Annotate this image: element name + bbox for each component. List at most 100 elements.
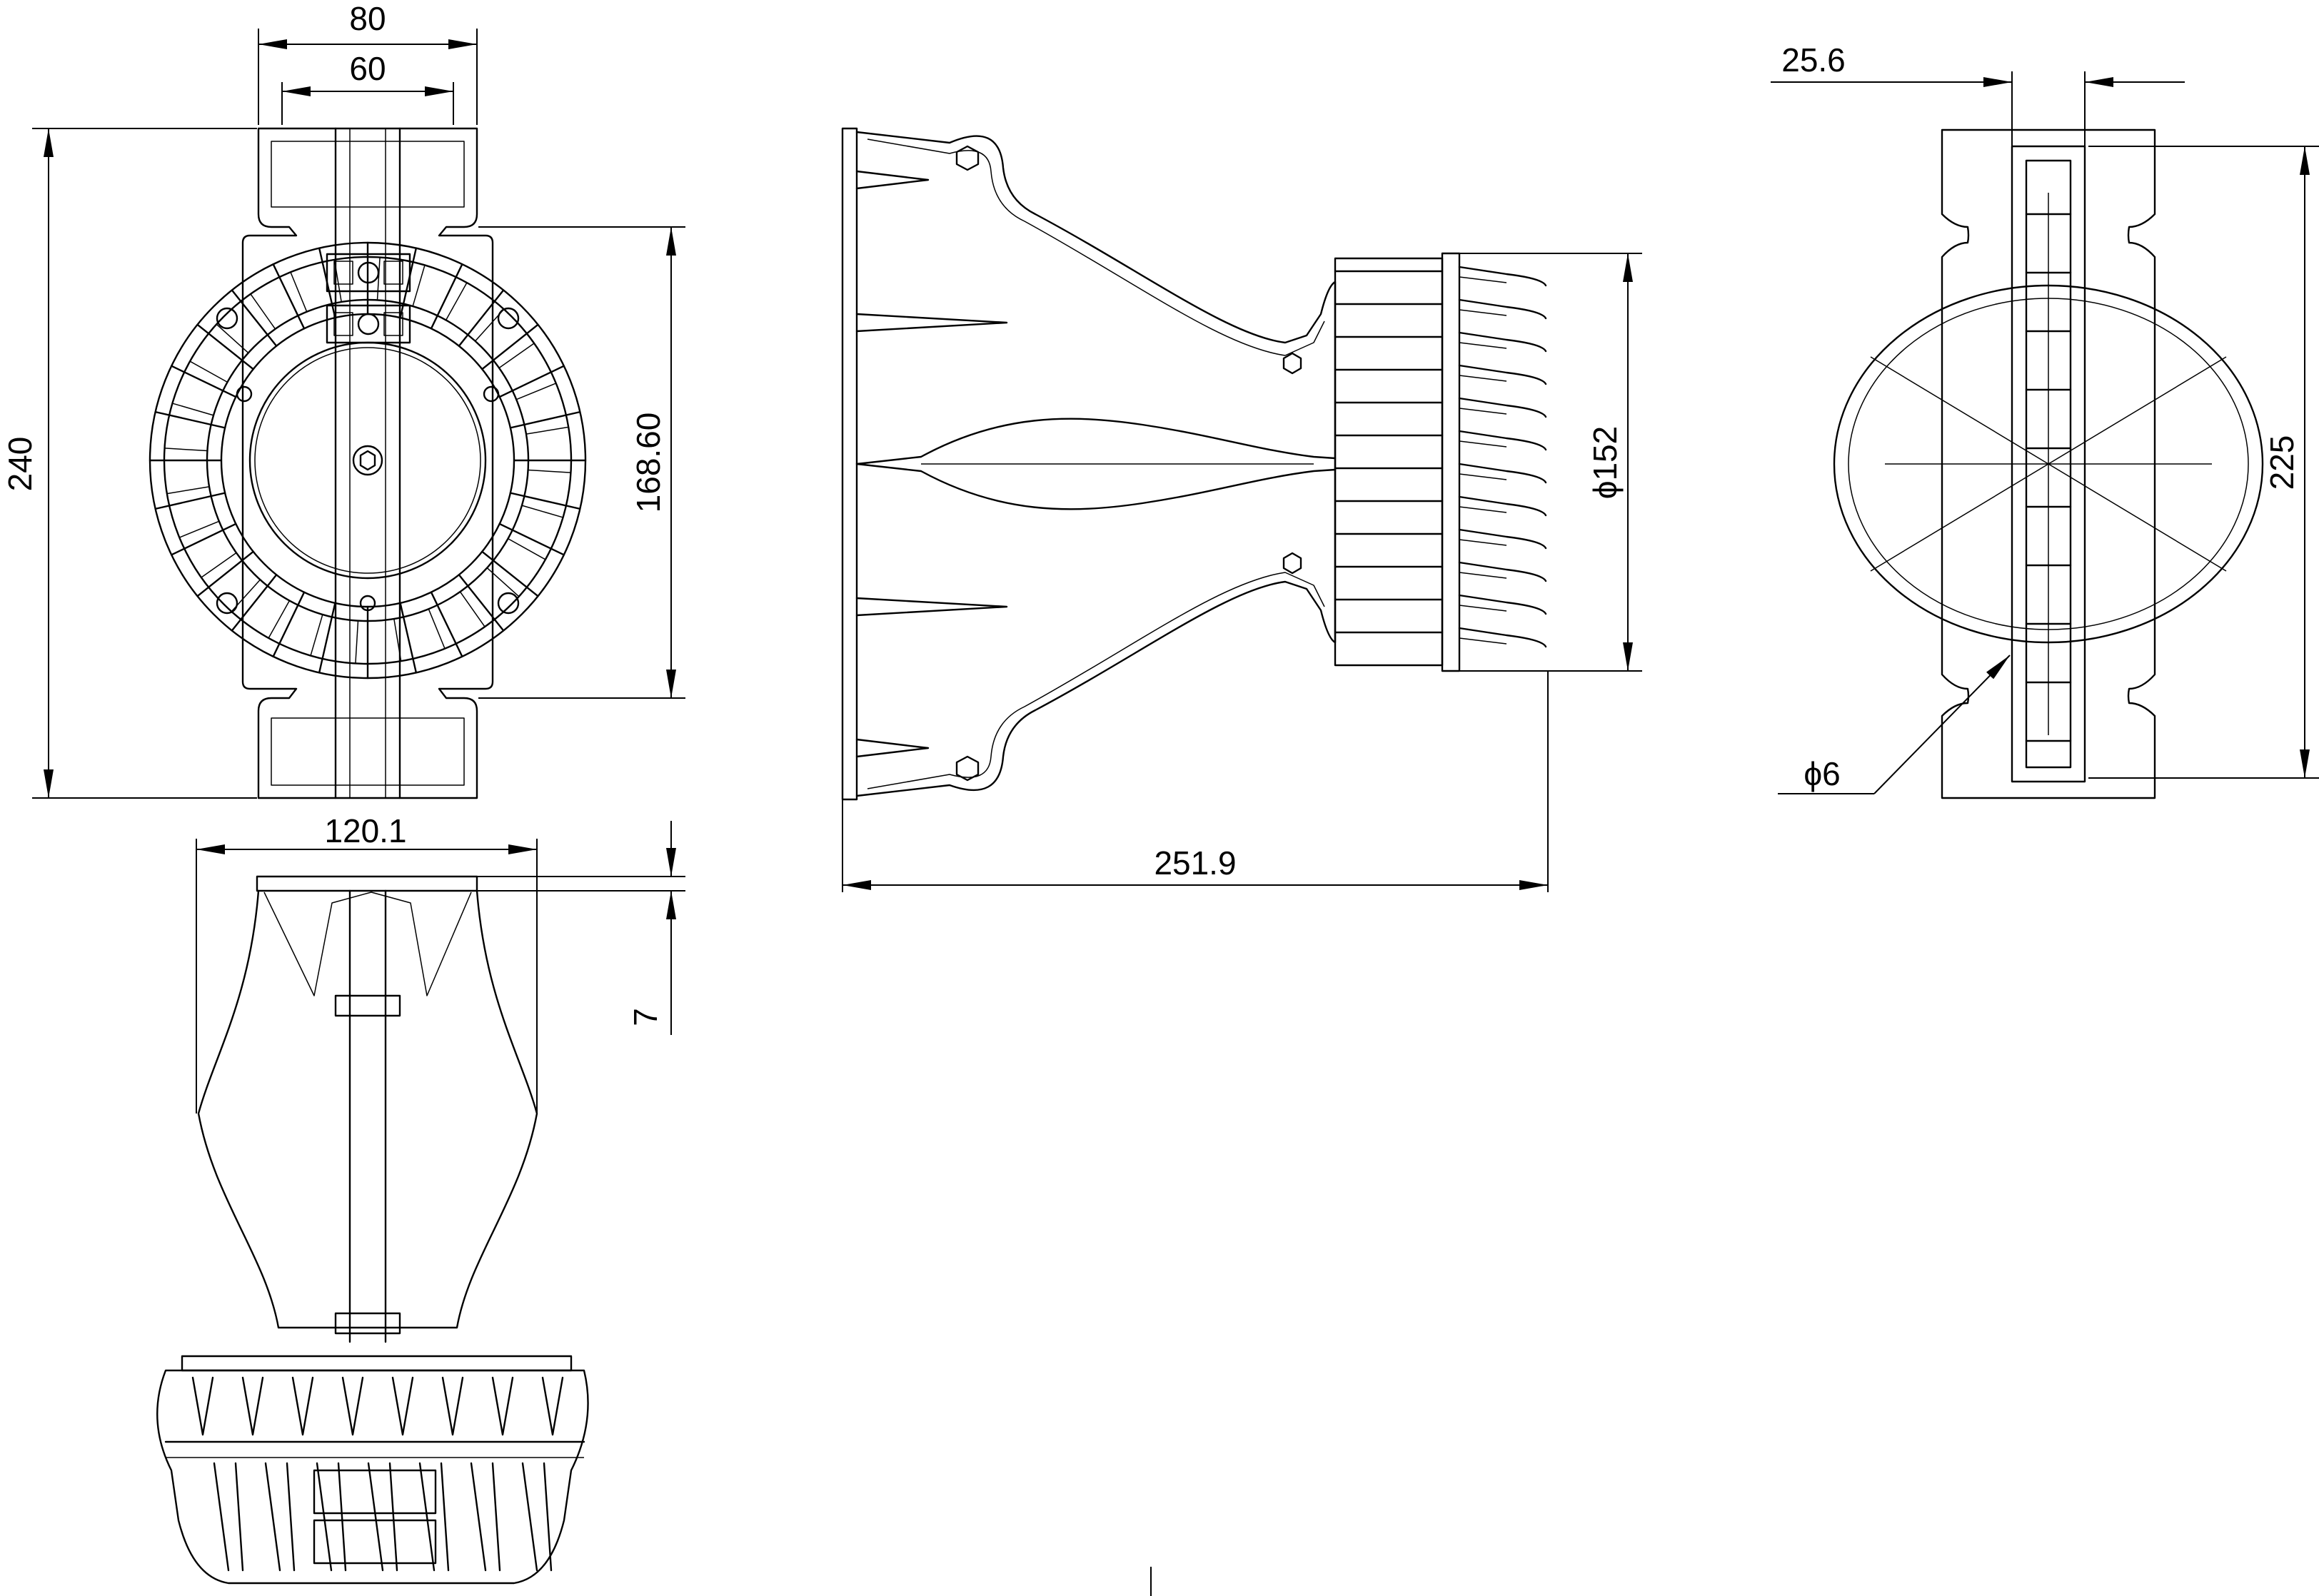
fin-line: [458, 289, 505, 347]
fin-line: [528, 469, 571, 473]
fin-line: [498, 343, 535, 369]
fin-line: [1459, 408, 1507, 415]
fin-line: [509, 492, 581, 510]
fin-line: [481, 550, 539, 597]
fin-line: [272, 263, 306, 330]
dim-height-end: 225: [2263, 435, 2300, 490]
fin-line: [1458, 266, 1547, 287]
rib-line: [1870, 463, 2049, 572]
fin-line: [486, 567, 520, 597]
fin-line: [491, 1376, 514, 1436]
fin-line: [525, 426, 569, 435]
fin-line: [1458, 298, 1547, 320]
fin-line: [316, 1462, 347, 1572]
fin-line: [1458, 627, 1547, 648]
fin-line: [418, 1462, 450, 1572]
fin-line: [541, 1376, 564, 1436]
fin-line: [1458, 331, 1547, 353]
fin-line: [355, 620, 359, 664]
fin-line: [1458, 594, 1547, 615]
dim-depth-flange: 25.6: [1781, 41, 1846, 79]
fin-line: [498, 522, 565, 556]
fin-line: [393, 618, 402, 662]
front-view: 80 60 240 168.60: [1, 0, 685, 799]
fin-line: [481, 323, 539, 370]
side-view: ϕ152 251.9: [841, 127, 1642, 892]
fin-line: [196, 323, 254, 370]
fin-line: [1459, 309, 1507, 316]
dim-hole-diameter: ϕ6: [1804, 755, 1840, 792]
fin-line: [430, 263, 463, 330]
fin-line: [515, 383, 557, 400]
fin-line: [268, 600, 291, 639]
dim-height-total: 240: [1, 437, 39, 492]
fin-line: [310, 614, 323, 656]
fin-line: [1459, 637, 1507, 645]
dim-bottom-width: 120.1: [324, 812, 406, 849]
fin-line: [154, 492, 226, 510]
fin-line: [291, 1376, 314, 1436]
fin-line: [154, 410, 226, 429]
fin-line: [430, 591, 463, 657]
fin-line: [498, 365, 565, 398]
fin-line: [458, 574, 505, 632]
rib-line: [2048, 356, 2227, 465]
fin-line: [1459, 440, 1507, 448]
rib-line: [1870, 356, 2049, 465]
fin-line: [1459, 539, 1507, 546]
fin-line: [445, 282, 468, 320]
dim-length-side: 251.9: [1154, 844, 1236, 882]
fin-line: [441, 1376, 464, 1436]
fin-line: [164, 448, 208, 452]
fin-line: [333, 259, 342, 303]
fin-line: [272, 591, 306, 657]
fin-line: [189, 360, 228, 383]
end-view: 25.6 225 ϕ6: [1771, 41, 2319, 799]
fin-line: [1459, 342, 1507, 349]
fin-line: [1458, 463, 1547, 484]
fin-line: [1459, 276, 1507, 283]
fin-line: [1458, 561, 1547, 582]
fin-line: [1458, 364, 1547, 385]
fin-line: [171, 365, 237, 398]
dim-width-top: 80: [349, 0, 386, 37]
fin-line: [231, 289, 278, 347]
fin-line: [196, 550, 254, 597]
dim-height-mount: 168.60: [630, 413, 667, 513]
fin-line: [231, 574, 278, 632]
dim-offset-small: 7: [627, 1008, 664, 1026]
fin-line: [216, 323, 249, 353]
fin-line: [1459, 375, 1507, 382]
fin-line: [470, 1462, 501, 1572]
fin-line: [1458, 495, 1547, 517]
fin-line: [341, 1376, 364, 1436]
fin-line: [1458, 528, 1547, 550]
top-view: 120.1 7: [156, 812, 1152, 1596]
fin-line: [241, 1376, 264, 1436]
fin-line: [213, 1462, 244, 1572]
fin-line: [521, 1462, 553, 1572]
fin-line: [521, 505, 563, 518]
rib-line: [2048, 463, 2227, 572]
fin-line: [1459, 605, 1507, 612]
fin-line: [376, 257, 381, 300]
fin-line: [428, 608, 446, 650]
fin-line: [290, 271, 308, 313]
fin-line: [1458, 430, 1547, 451]
fin-line: [508, 537, 546, 560]
fin-line: [459, 591, 486, 627]
fin-line: [318, 602, 336, 674]
fin-line: [264, 1462, 296, 1572]
fin-line: [1458, 397, 1547, 418]
fin-line: [191, 1376, 214, 1436]
fin-line: [367, 1462, 398, 1572]
fin-line: [1459, 473, 1507, 480]
fin-line: [1459, 506, 1507, 513]
fin-line: [172, 403, 214, 416]
fin-line: [250, 293, 276, 330]
fin-line: [399, 602, 418, 674]
fin-line: [201, 552, 237, 578]
fin-line: [412, 265, 426, 307]
fin-line: [171, 522, 237, 556]
